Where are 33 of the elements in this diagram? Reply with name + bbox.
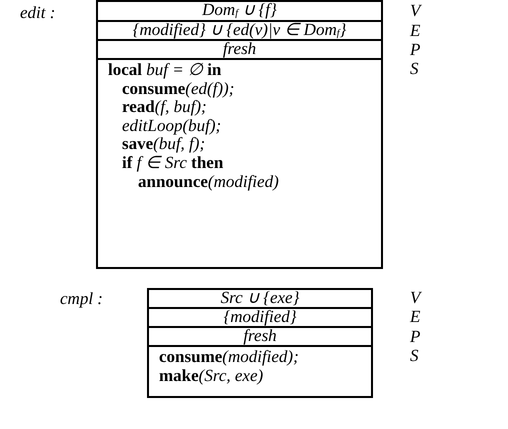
formula: Dom$_{f}$ ∪ {f}	[201, 2, 278, 17]
row-tag: S	[410, 59, 418, 79]
code-line: make(Src, exe)	[158, 366, 264, 386]
row-tag: E	[410, 307, 420, 327]
formula: fresh	[242, 328, 278, 343]
code-cell	[96, 58, 383, 269]
row-tag: S	[410, 346, 418, 366]
code-line: editLoop(buf);	[121, 116, 222, 136]
code-line: consume(modified);	[158, 348, 300, 367]
table-cell	[96, 20, 383, 41]
table-cell	[96, 0, 383, 22]
table-cell	[147, 288, 373, 309]
table-cell	[147, 307, 373, 328]
code-line: consume(ed(f));	[121, 80, 236, 98]
row-tag: V	[410, 1, 420, 21]
formula: Src ∪ {exe}	[220, 290, 300, 305]
formula: {modified} ∪ {ed(v)|v ∈ Dom$_{f}$}	[132, 22, 348, 37]
row-tag: P	[410, 40, 420, 60]
table-cell	[96, 39, 383, 60]
row-tag: E	[410, 21, 420, 41]
formula: fresh	[222, 41, 258, 56]
formula: {modified}	[222, 309, 298, 324]
code-line: local buf = ∅ in	[107, 61, 222, 80]
code-line: if f ∈ Src then	[121, 154, 224, 173]
table-cell	[147, 326, 373, 347]
process-name: cmpl :	[60, 289, 103, 309]
row-tag: V	[410, 288, 420, 308]
process-name: edit :	[20, 3, 56, 23]
code-line: save(buf, f);	[121, 135, 206, 154]
code-cell	[147, 345, 373, 398]
row-tag: P	[410, 327, 420, 347]
code-line: announce(modified)	[138, 172, 280, 192]
code-line: read(f, buf);	[121, 98, 207, 117]
